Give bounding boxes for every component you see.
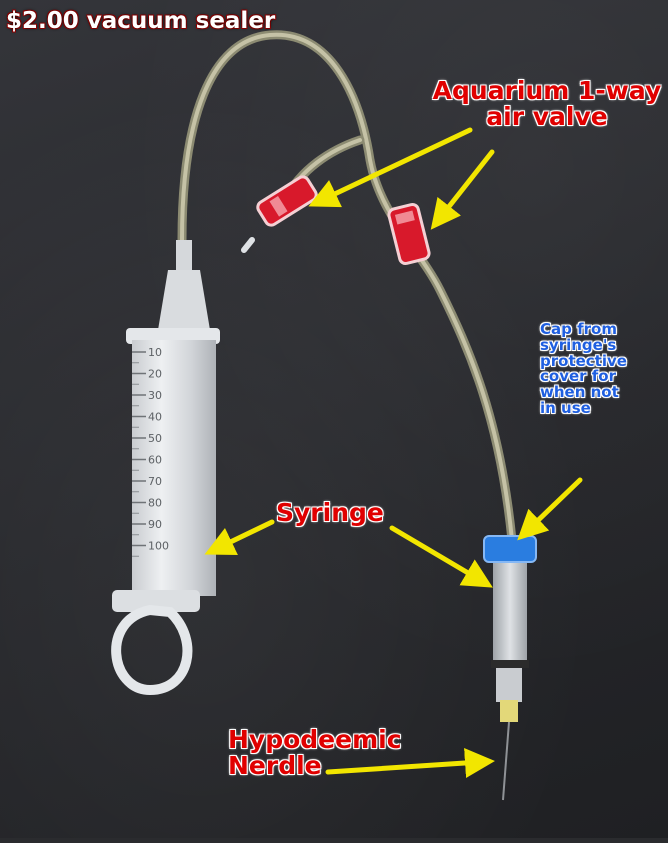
title-label: $2.00 vacuum sealer <box>6 8 276 34</box>
cap-label: Cap from syringe's protective cover for … <box>540 320 668 417</box>
cap-label-line-6: in use <box>540 398 591 417</box>
scale-label: 30 <box>148 389 162 402</box>
annotation-arrows <box>204 127 583 778</box>
syringe-label: Syringe <box>276 498 384 527</box>
air-valve-label: Aquarium 1-way air valve <box>432 76 662 132</box>
needle-label-line-1: Hypodeemic <box>228 725 402 754</box>
scale-label: 50 <box>148 432 162 445</box>
scale-label: 100 <box>148 540 169 553</box>
cap-label-line-4: cover for <box>540 367 616 386</box>
needle-label: Hypodeemic Nerdle <box>228 725 402 781</box>
cap-label-line-1: Cap from <box>540 320 617 338</box>
needle-label-line-2: Nerdle <box>228 751 322 781</box>
protective-cap <box>483 535 537 563</box>
scale-label: 60 <box>148 454 162 467</box>
scale-label: 80 <box>148 497 162 510</box>
air-valve-right <box>387 202 431 266</box>
cap-label-line-2: syringe's <box>540 335 617 354</box>
cap-label-line-3: protective <box>540 351 627 370</box>
air-valve-label-line-1: Aquarium 1-way <box>432 76 662 105</box>
cap-label-line-5: when not <box>540 383 619 401</box>
syringe-scale: 10 20 30 40 50 60 70 80 90 100 <box>132 346 169 557</box>
tubing <box>177 30 517 545</box>
syringe: 10 20 30 40 50 60 70 80 90 100 <box>111 240 220 696</box>
scale-label: 20 <box>148 368 162 381</box>
scale-label: 40 <box>148 411 162 424</box>
scale-label: 10 <box>148 346 162 359</box>
scale-label: 70 <box>148 475 162 488</box>
scale-label: 90 <box>148 518 162 531</box>
air-valve-label-line-2: air valve <box>486 102 608 132</box>
air-valve-left <box>256 175 318 227</box>
needle-syringe <box>491 552 529 801</box>
